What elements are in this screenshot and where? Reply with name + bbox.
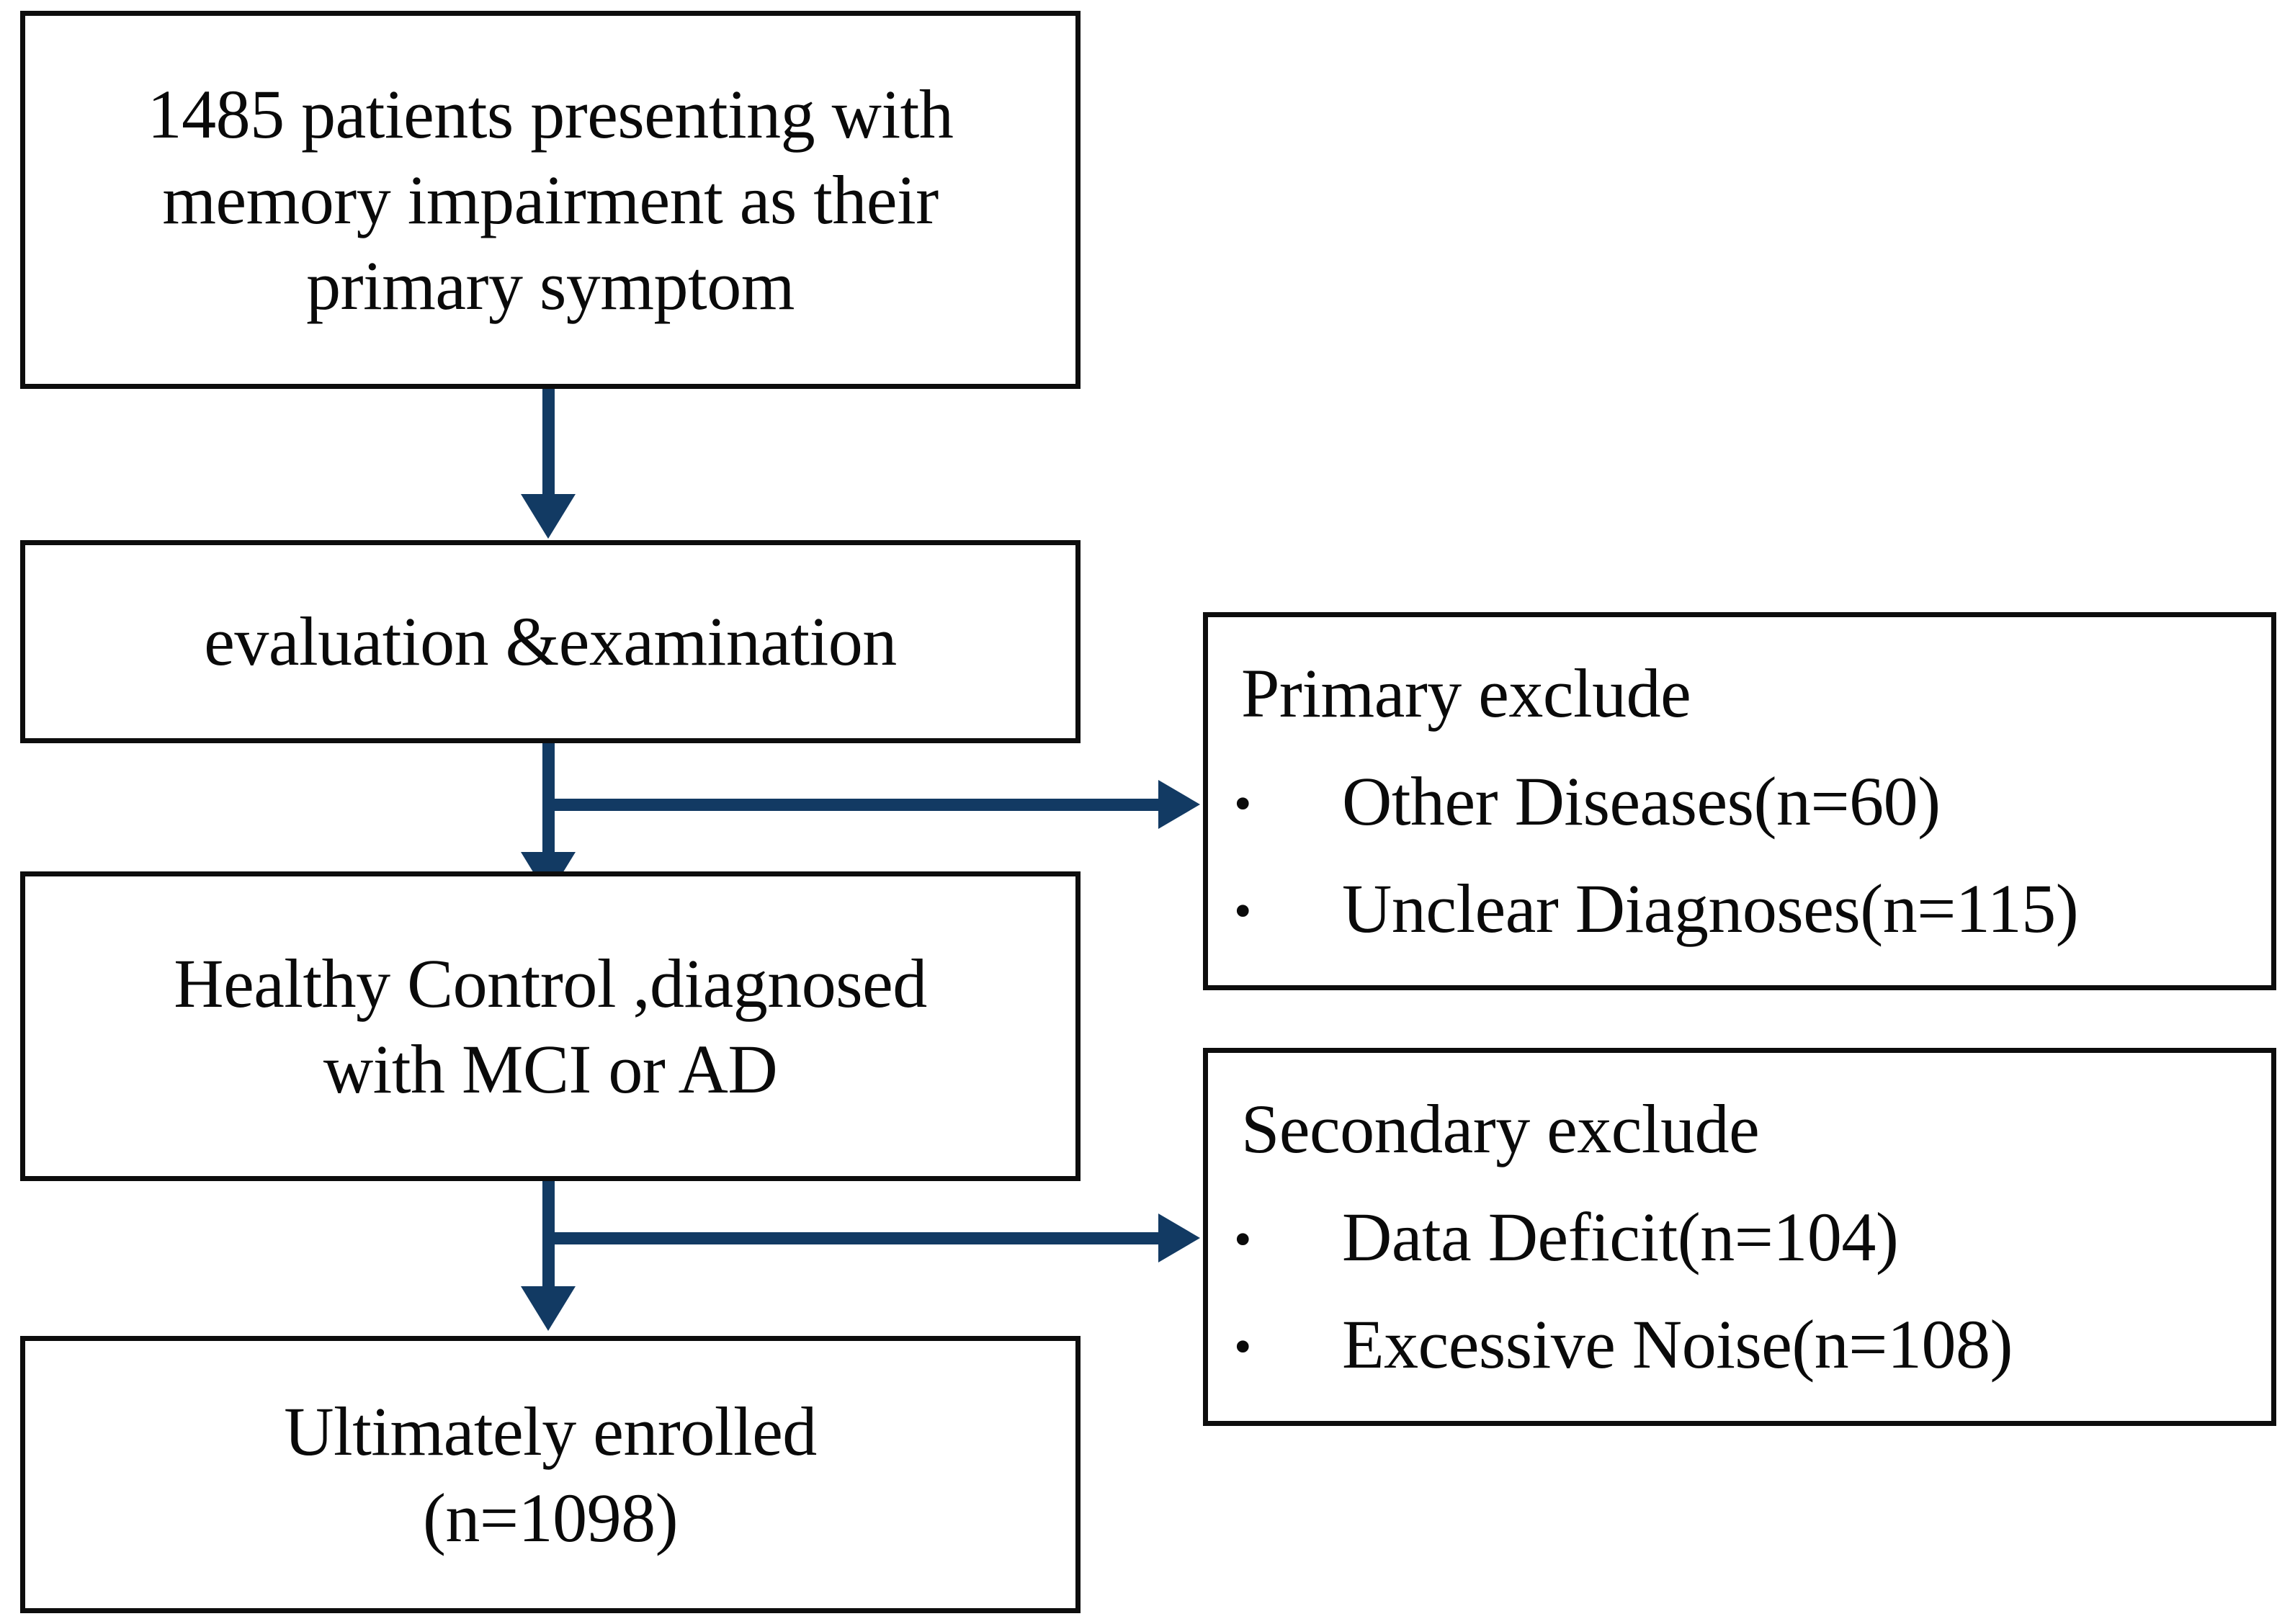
connector-screened-to-evaluation-line — [542, 389, 555, 497]
connector-to-secondary-exclude-arrowhead — [1158, 1213, 1200, 1262]
connector-diagnosed-to-enrolled-arrowhead — [521, 1286, 576, 1331]
secondary-exclude-list: • Data Deficit(n=104) • Excessive Noise(… — [1208, 1167, 2271, 1383]
node-ultimately-enrolled-label: Ultimately enrolled (n=1098) — [284, 1393, 817, 1556]
secondary-exclude-title: Secondary exclude — [1241, 1090, 1760, 1168]
bullet-icon: • — [1234, 884, 1252, 940]
bullet-icon: • — [1234, 1211, 1252, 1268]
primary-exclude-list: • Other Diseases(n=60) • Unclear Diagnos… — [1208, 732, 2271, 947]
node-screened-patients-label: 1485 patients presenting with memory imp… — [147, 75, 954, 325]
list-item: • Excessive Noise(n=108) — [1208, 1306, 2271, 1383]
list-item-label: Unclear Diagnoses(n=115) — [1342, 870, 2079, 948]
list-item: • Other Diseases(n=60) — [1208, 763, 2271, 840]
bullet-icon: • — [1234, 776, 1252, 832]
connector-to-secondary-exclude-line — [542, 1232, 1162, 1244]
list-item-label: Data Deficit(n=104) — [1342, 1198, 1899, 1275]
node-secondary-exclude: Secondary exclude • Data Deficit(n=104) … — [1203, 1048, 2276, 1426]
node-diagnosed-groups: Healthy Control ,diagnosed with MCI or A… — [20, 871, 1081, 1181]
connector-to-primary-exclude-line — [542, 799, 1162, 811]
node-diagnosed-groups-label: Healthy Control ,diagnosed with MCI or A… — [174, 944, 927, 1108]
list-item-label: Other Diseases(n=60) — [1342, 762, 1941, 840]
list-item: • Data Deficit(n=104) — [1208, 1199, 2271, 1275]
node-evaluation-examination-label: evaluation &examination — [204, 603, 897, 681]
bullet-icon: • — [1234, 1319, 1252, 1376]
connector-to-primary-exclude-arrowhead — [1158, 780, 1200, 829]
node-ultimately-enrolled: Ultimately enrolled (n=1098) — [20, 1336, 1081, 1613]
list-item-label: Excessive Noise(n=108) — [1342, 1306, 2013, 1383]
list-item: • Unclear Diagnoses(n=115) — [1208, 871, 2271, 947]
primary-exclude-title: Primary exclude — [1241, 655, 1691, 732]
node-evaluation-examination: evaluation &examination — [20, 540, 1081, 743]
node-screened-patients: 1485 patients presenting with memory imp… — [20, 11, 1081, 389]
connector-screened-to-evaluation-arrowhead — [521, 494, 576, 539]
node-primary-exclude: Primary exclude • Other Diseases(n=60) •… — [1203, 612, 2276, 990]
